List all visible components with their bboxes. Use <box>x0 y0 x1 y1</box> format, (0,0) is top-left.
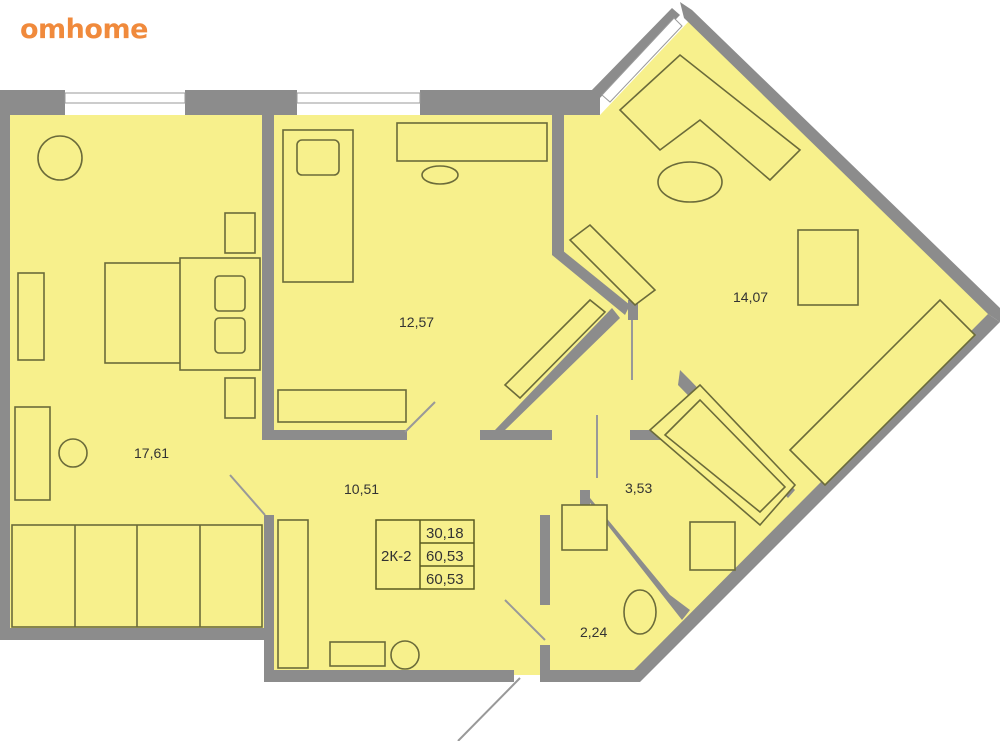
furniture <box>11 53 977 670</box>
living-area: 30,18 <box>426 525 464 542</box>
brand-logo: omhome <box>20 14 148 45</box>
door-swings <box>229 320 633 741</box>
apartment-info-table: 2К-2 30,18 60,53 60,53 <box>375 519 475 590</box>
total-area-2: 60,53 <box>426 571 464 588</box>
apartment-type: 2К-2 <box>381 548 411 565</box>
room-area-toilet: 2,24 <box>580 624 607 640</box>
room-area-hall: 10,51 <box>344 481 379 497</box>
walls <box>0 2 1000 682</box>
room-area-bathroom: 3,53 <box>625 480 652 496</box>
room-area-kitchen-living: 14,07 <box>733 289 768 305</box>
room-area-room: 12,57 <box>399 314 434 330</box>
total-area: 60,53 <box>426 548 464 565</box>
windows <box>64 17 683 104</box>
room-area-bedroom: 17,61 <box>134 445 169 461</box>
